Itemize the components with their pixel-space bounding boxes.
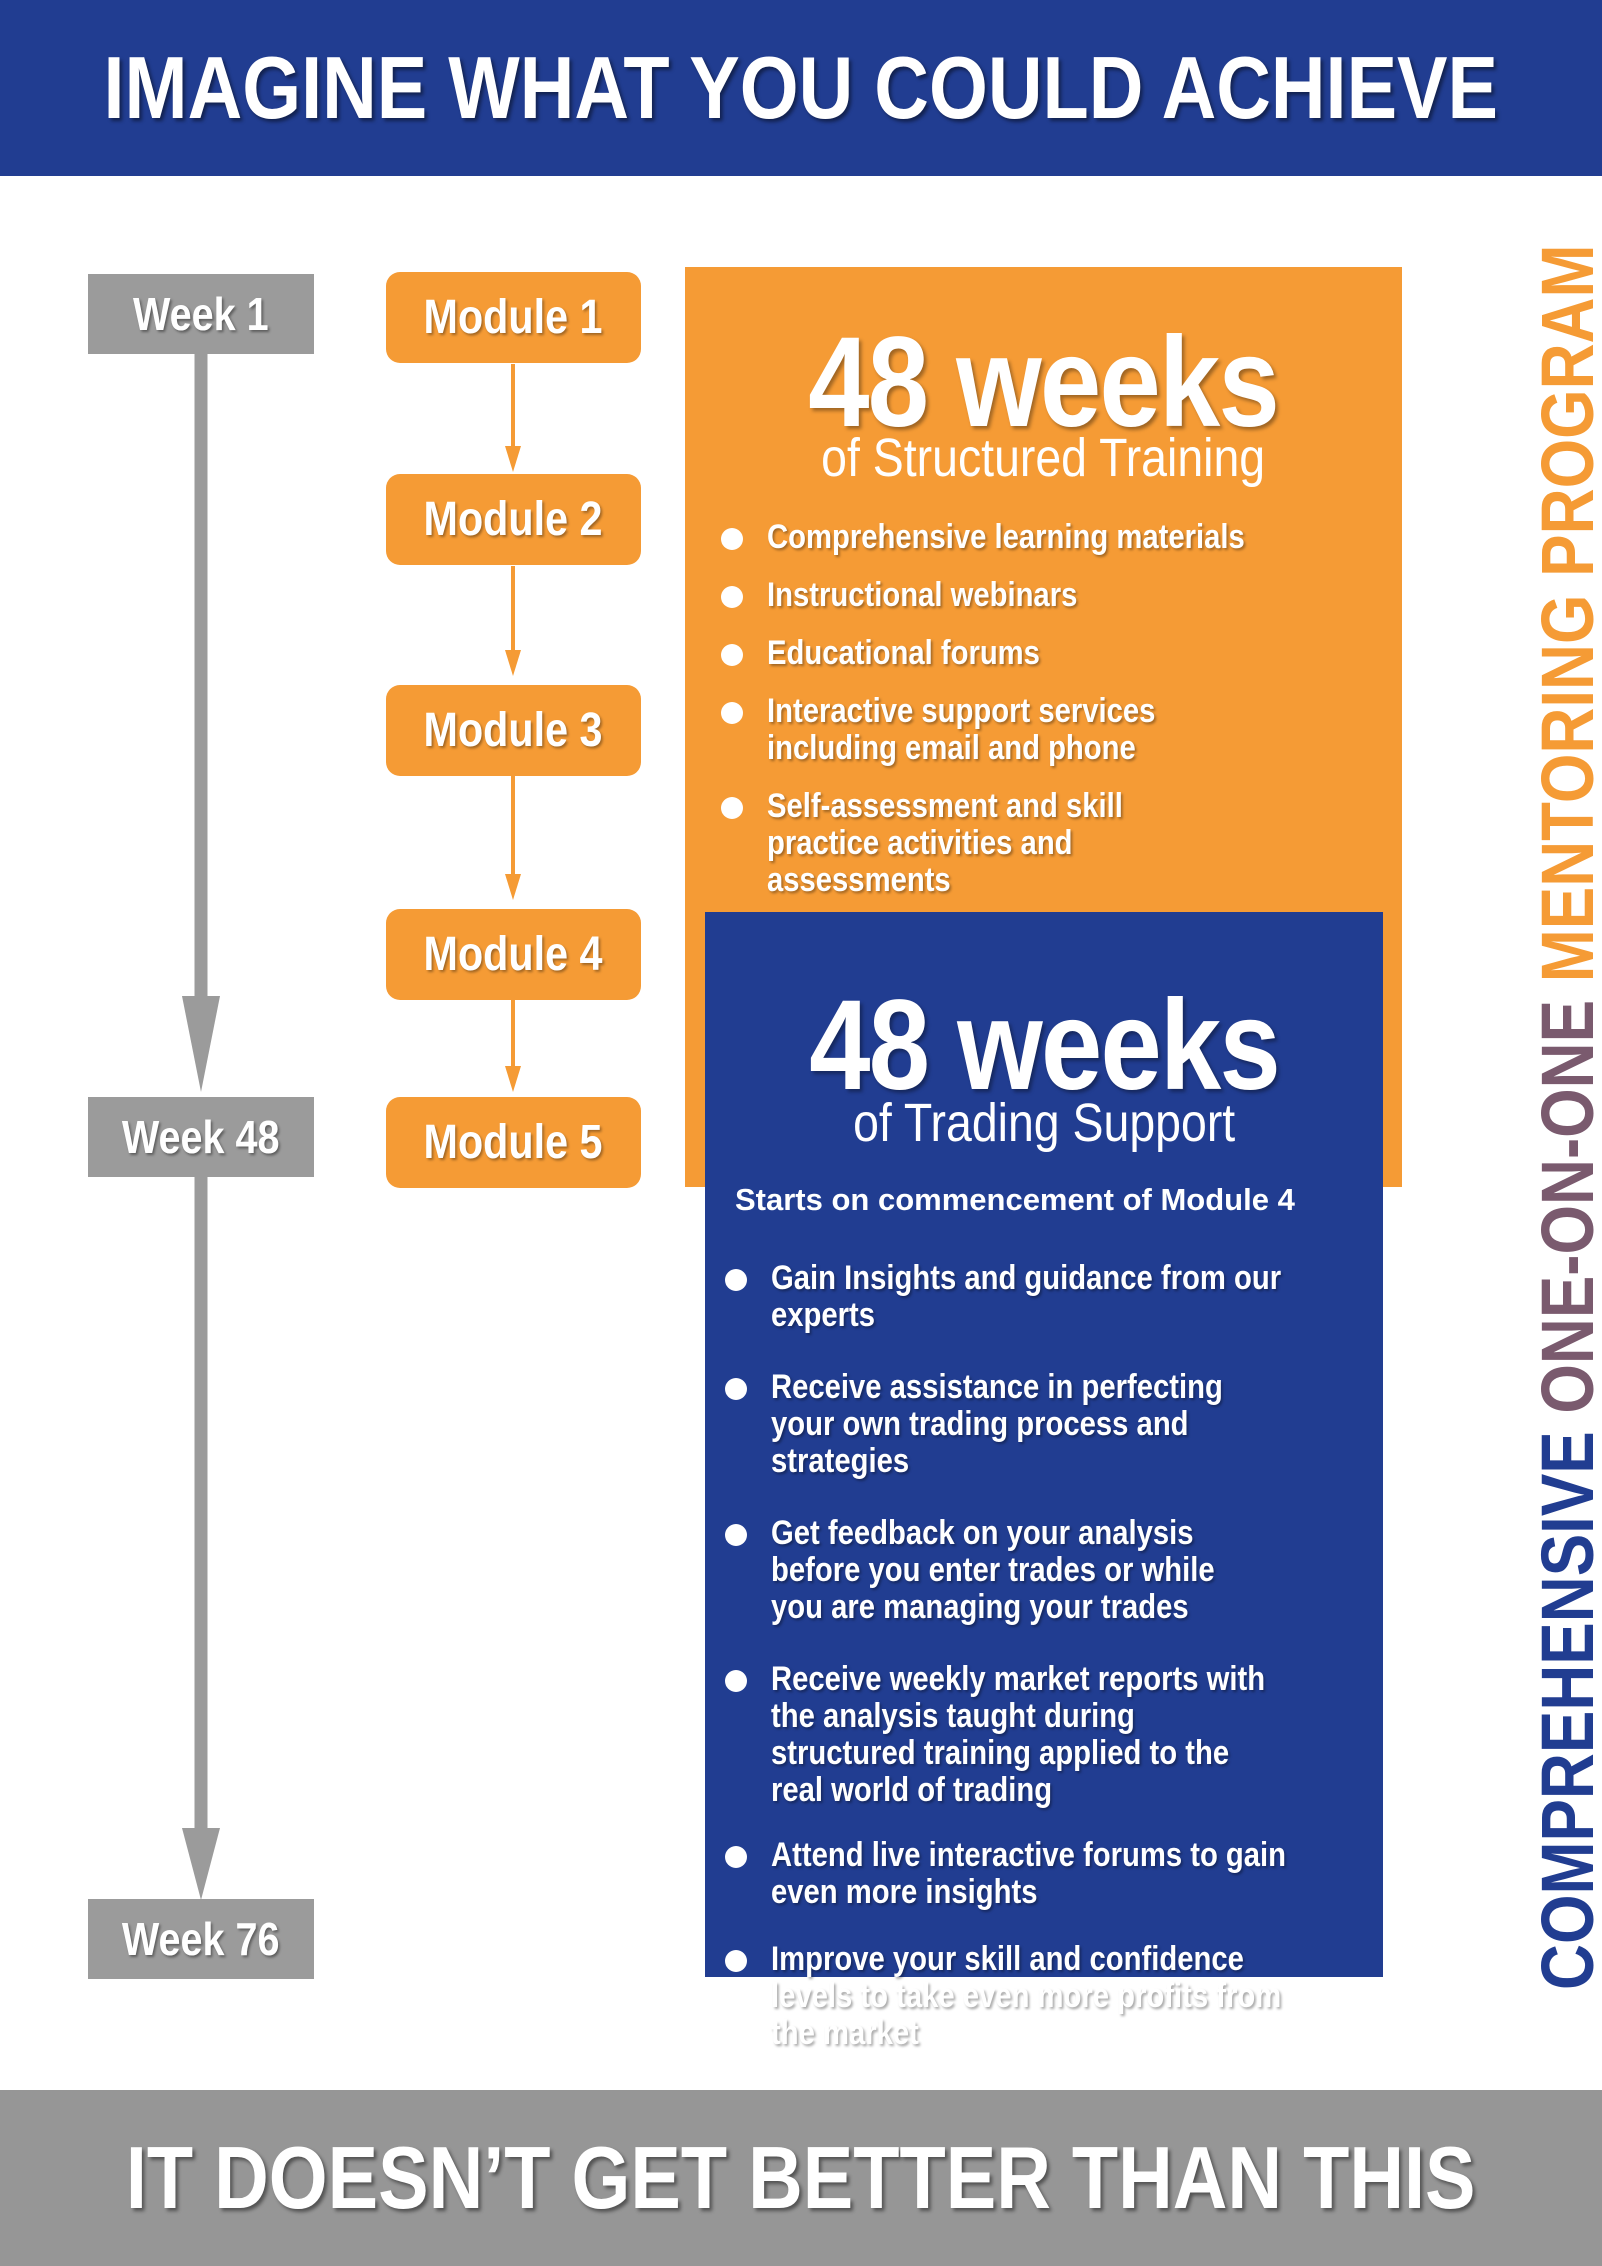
week-arrow-head-2: [182, 1828, 220, 1900]
side-title-part-1: COMPREHENSIVE: [1526, 1413, 1602, 1990]
module-arrow-head-4: [505, 1066, 521, 1092]
module-arrow-head-3: [505, 874, 521, 900]
module-label: Module 5: [424, 1116, 603, 1169]
training-bullet: Instructional webinars: [721, 577, 1327, 614]
module-label: Module 2: [424, 493, 603, 546]
bullet-dot-icon: [721, 528, 743, 550]
support-start-note: Starts on commencement of Module 4: [735, 1182, 1295, 1217]
support-headline: 48 weeks: [809, 974, 1280, 1117]
bullet-dot-icon: [725, 1269, 747, 1291]
support-bullet: Get feedback on your analysis before you…: [725, 1515, 1371, 1626]
support-bullet: Improve your skill and confidence levels…: [725, 1941, 1371, 2052]
training-headline: 48 weeks: [808, 311, 1280, 454]
module-label: Module 4: [424, 928, 603, 981]
module-box-2: Module 2: [386, 474, 641, 565]
bullet-dot-icon: [721, 702, 743, 724]
module-box-5: Module 5: [386, 1097, 641, 1188]
footer-banner: IT DOESN’T GET BETTER THAN THIS: [0, 2090, 1602, 2266]
training-bullet: Self-assessment and skill practice activ…: [721, 788, 1327, 899]
support-bullet: Receive assistance in perfecting your ow…: [725, 1369, 1371, 1480]
week-label: Week 48: [122, 1111, 280, 1163]
module-arrow-head-2: [505, 650, 521, 676]
module-label: Module 1: [424, 291, 603, 344]
support-bullet-list: Gain Insights and guidance from our expe…: [725, 1260, 1371, 2052]
module-arrow-head-1: [505, 446, 521, 472]
training-bullet: Comprehensive learning materials: [721, 519, 1327, 556]
bullet-dot-icon: [725, 1950, 747, 1972]
week-label: Week 76: [122, 1913, 280, 1965]
support-subtitle: of Trading Support: [852, 1093, 1236, 1153]
training-bullet: Educational forums: [721, 635, 1327, 672]
bullet-dot-icon: [725, 1378, 747, 1400]
module-box-1: Module 1: [386, 272, 641, 363]
week-box-48: Week 48: [88, 1097, 314, 1177]
timeline-arrows: [182, 353, 521, 1900]
training-bullet-list: Comprehensive learning materials Instruc…: [721, 519, 1327, 899]
training-bullet: Interactive support services including e…: [721, 693, 1327, 767]
bullet-dot-icon: [721, 644, 743, 666]
support-bullet: Receive weekly market reports with the a…: [725, 1661, 1371, 1809]
week-box-76: Week 76: [88, 1899, 314, 1979]
bullet-dot-icon: [721, 586, 743, 608]
week-arrow-head-1: [182, 996, 220, 1092]
bullet-dot-icon: [725, 1670, 747, 1692]
bullet-dot-icon: [725, 1524, 747, 1546]
header-title: IMAGINE WHAT YOU COULD ACHIEVE: [103, 38, 1499, 137]
support-bullet: Gain Insights and guidance from our expe…: [725, 1260, 1371, 1334]
bullet-dot-icon: [725, 1846, 747, 1868]
support-bullet: Attend live interactive forums to gain e…: [725, 1837, 1371, 1911]
bullet-dot-icon: [721, 797, 743, 819]
footer-tagline: IT DOESN’T GET BETTER THAN THIS: [126, 2128, 1476, 2227]
side-title-part-2: ONE-ON-ONE: [1526, 982, 1602, 1414]
module-box-4: Module 4: [386, 909, 641, 1000]
side-title-part-3: MENTORING PROGRAM: [1526, 244, 1602, 983]
side-program-title: COMPREHENSIVE ONE-ON-ONE MENTORING PROGR…: [1525, 0, 1602, 1990]
training-subtitle: of Structured Training: [821, 428, 1266, 488]
module-box-3: Module 3: [386, 685, 641, 776]
header-banner: IMAGINE WHAT YOU COULD ACHIEVE: [0, 0, 1602, 176]
week-box-1: Week 1: [88, 274, 314, 354]
support-panel: 48 weeks of Trading Support Starts on co…: [705, 912, 1383, 2052]
week-label: Week 1: [133, 288, 269, 340]
module-label: Module 3: [424, 704, 603, 757]
